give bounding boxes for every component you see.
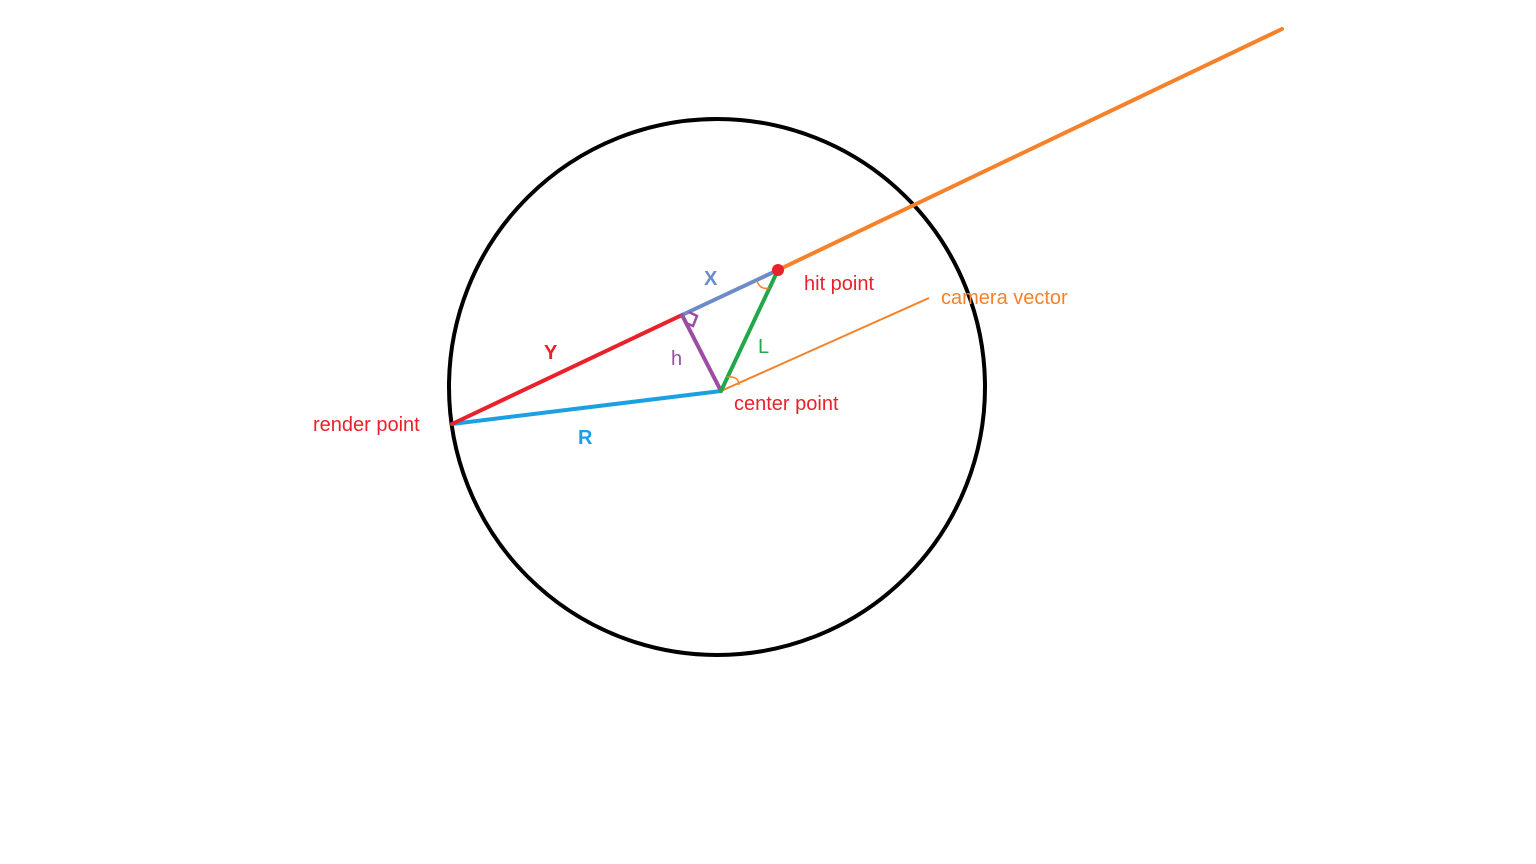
label-r: R <box>578 427 593 449</box>
segment-x <box>680 268 780 317</box>
label-h: h <box>671 348 682 370</box>
label-y: Y <box>544 342 558 364</box>
segment-r <box>450 389 723 426</box>
hit-point-dot <box>772 264 784 276</box>
camera-ray <box>776 27 1284 272</box>
label-render-point: render point <box>313 414 420 436</box>
segment-l <box>719 268 780 393</box>
segment-h <box>680 313 723 393</box>
hit-angle-arc <box>756 280 770 290</box>
camera-vector-line <box>720 297 930 392</box>
label-x: X <box>704 268 718 290</box>
label-camera-vector: camera vector <box>941 287 1068 309</box>
label-hit-point: hit point <box>804 273 874 295</box>
segment-y <box>450 313 684 426</box>
label-l: L <box>758 336 769 358</box>
sphere-circle <box>447 117 987 657</box>
right-angle-marker <box>685 310 699 328</box>
center-angle-arc <box>726 376 740 386</box>
label-center-point: center point <box>734 393 839 415</box>
